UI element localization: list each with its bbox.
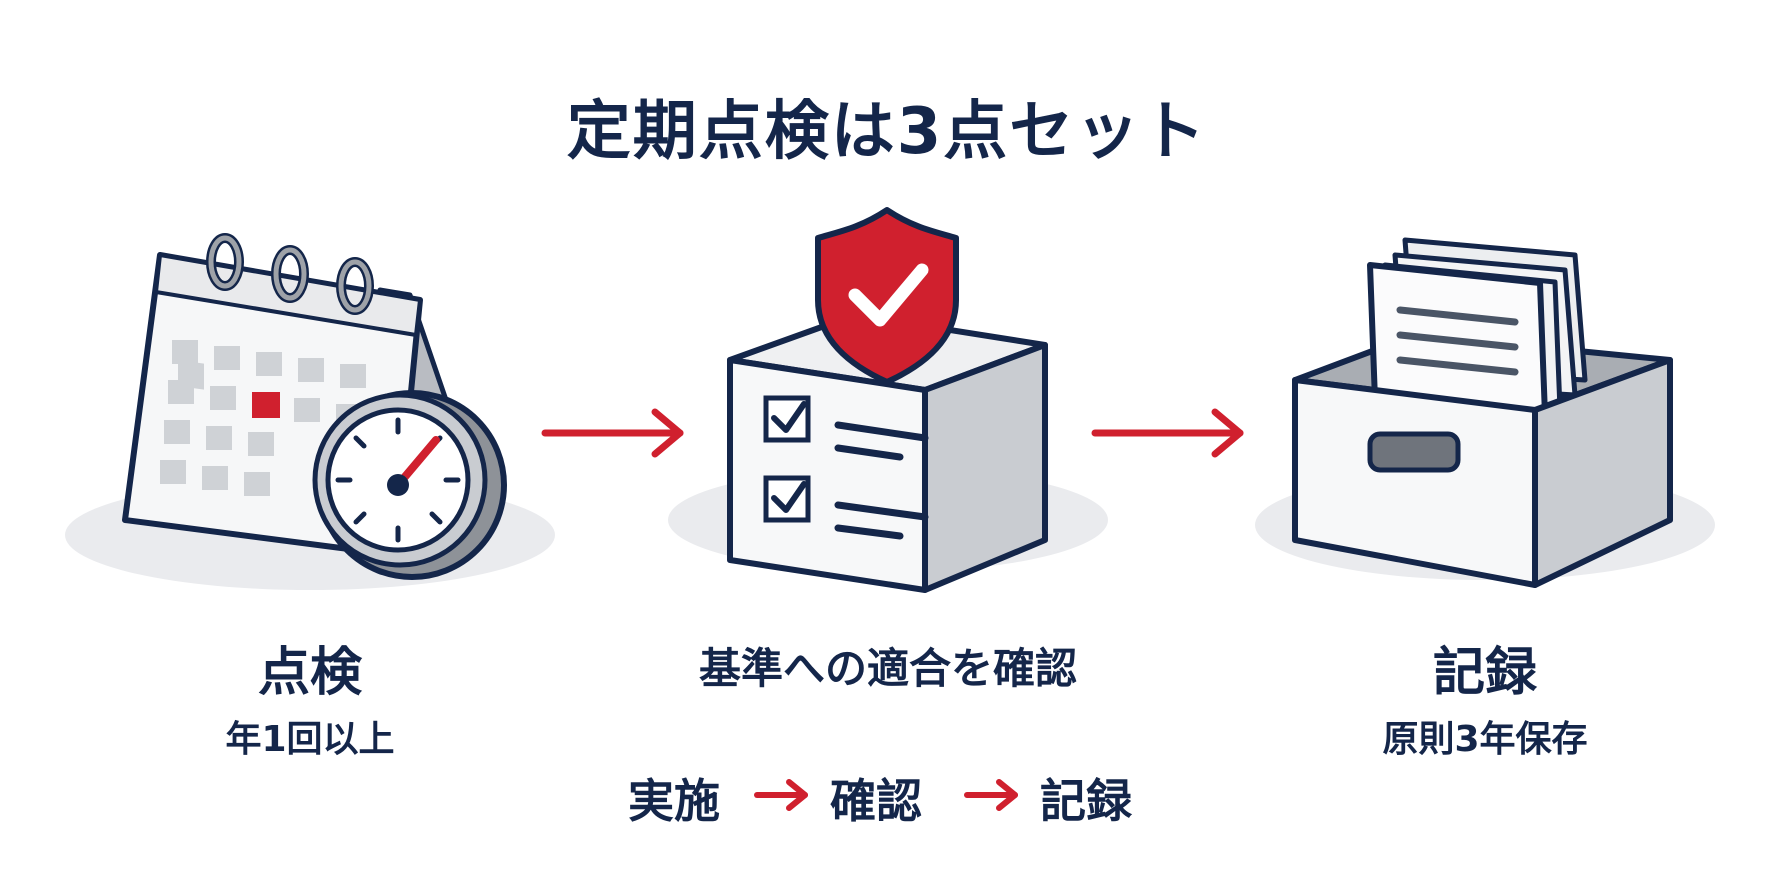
calendar-clock-icon [65,233,555,590]
arrow-right-icon [1091,408,1244,458]
step-sub-inspection: 年1回以上 [225,719,395,760]
flow-word-record: 記録 [1040,774,1132,828]
flow-word-execute: 実施 [628,774,720,828]
step-label-record: 記録 [1432,643,1537,703]
flow-word-confirm: 確認 [830,774,922,828]
step-label-inspection: 点検 [257,643,362,703]
step-sub-record: 原則3年保存 [1382,719,1588,760]
step-label-conformance: 基準への適合を確認 [698,644,1077,693]
arrow-right-icon [541,408,684,458]
page-title: 定期点検は3点セット [566,95,1208,169]
file-box-icon [1255,237,1715,588]
shield-checklist-box-icon [668,207,1108,593]
